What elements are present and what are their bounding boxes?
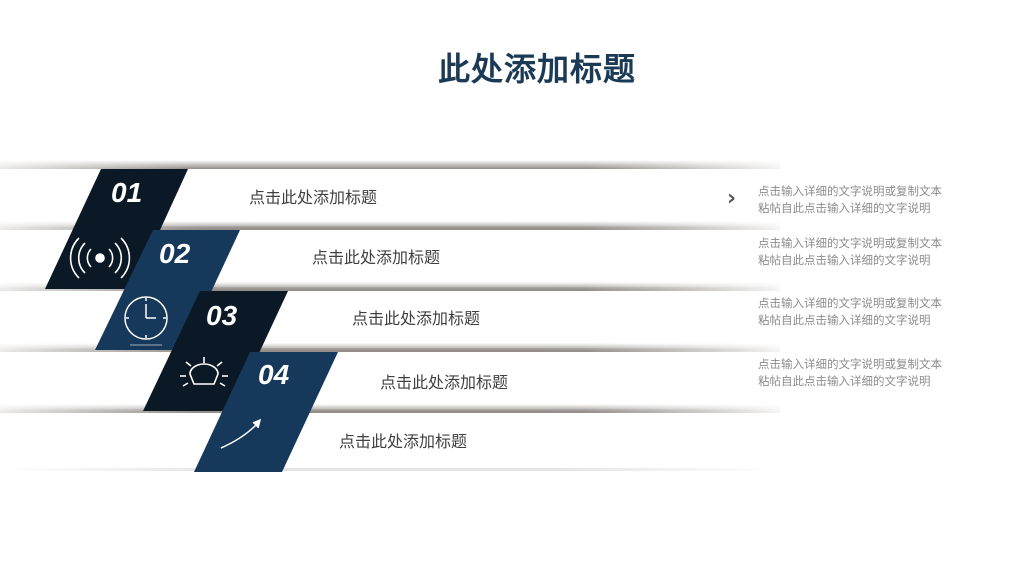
row-title-01[interactable]: 点击此处添加标题 <box>249 188 378 207</box>
clock-icon <box>124 296 168 346</box>
row-desc-02-line1: 点击输入详细的文字说明或复制文本 <box>758 236 942 250</box>
signal-icon <box>69 237 131 279</box>
row-title-02[interactable]: 点击此处添加标题 <box>312 248 441 267</box>
slide-title[interactable]: 此处添加标题 <box>437 50 636 88</box>
row-desc-01-line1: 点击输入详细的文字说明或复制文本 <box>758 184 942 198</box>
chevron-right-icon: › <box>727 186 737 211</box>
row-desc-02[interactable]: 点击输入详细的文字说明或复制文本 粘帖自此点击输入详细的文字说明 <box>758 235 988 269</box>
step-number-02: 02 <box>159 238 191 269</box>
step-number-03: 03 <box>206 300 238 331</box>
row-band-5 <box>0 413 780 471</box>
row-desc-01[interactable]: 点击输入详细的文字说明或复制文本 粘帖自此点击输入详细的文字说明 <box>758 183 988 217</box>
step-number-01: 01 <box>111 177 142 208</box>
lightbulb-icon <box>180 357 228 387</box>
row-desc-04-line1: 点击输入详细的文字说明或复制文本 <box>758 357 942 371</box>
row-title-04[interactable]: 点击此处添加标题 <box>380 373 509 392</box>
trend-arrow-icon <box>220 418 262 449</box>
row-desc-04-line2: 粘帖自此点击输入详细的文字说明 <box>758 374 931 388</box>
row-desc-01-line2: 粘帖自此点击输入详细的文字说明 <box>758 201 931 215</box>
row-desc-03-line1: 点击输入详细的文字说明或复制文本 <box>758 296 942 310</box>
step-block-02 <box>95 230 240 350</box>
step-block-03 <box>143 291 288 411</box>
row-desc-03[interactable]: 点击输入详细的文字说明或复制文本 粘帖自此点击输入详细的文字说明 <box>758 295 988 329</box>
row-title-03[interactable]: 点击此处添加标题 <box>352 309 481 328</box>
step-block-04 <box>194 352 338 472</box>
step-number-04: 04 <box>258 359 290 390</box>
row-desc-03-line2: 粘帖自此点击输入详细的文字说明 <box>758 313 931 327</box>
step-block-01 <box>45 169 188 289</box>
row-desc-02-line2: 粘帖自此点击输入详细的文字说明 <box>758 253 931 267</box>
row-desc-04[interactable]: 点击输入详细的文字说明或复制文本 粘帖自此点击输入详细的文字说明 <box>758 356 988 390</box>
row-title-05[interactable]: 点击此处添加标题 <box>339 432 468 451</box>
